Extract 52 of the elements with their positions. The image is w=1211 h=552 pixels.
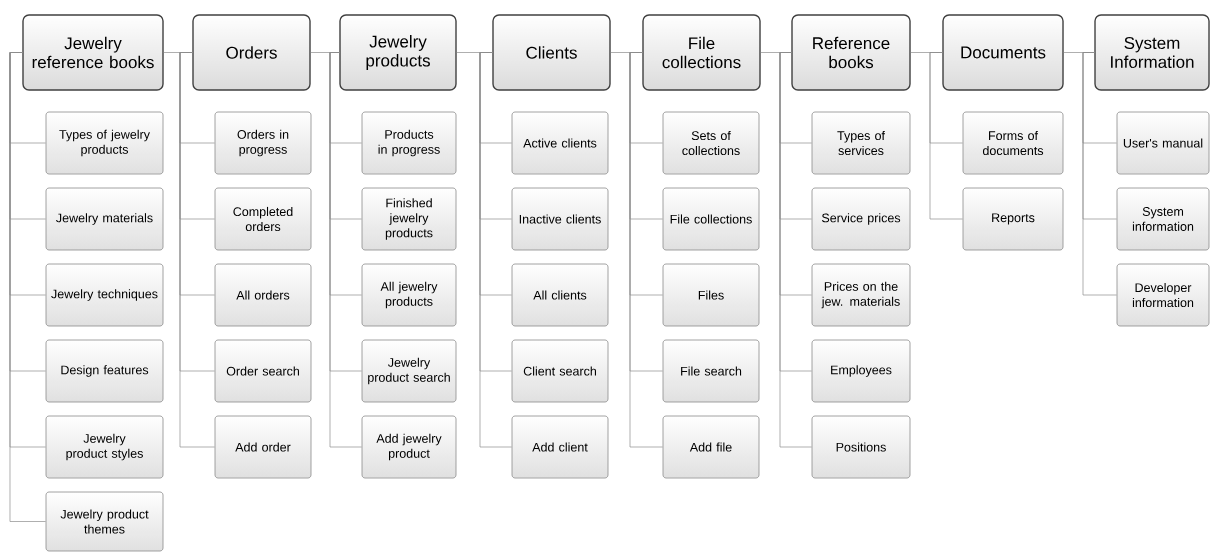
category-box: System Information (1094, 14, 1210, 91)
menu-item-box: All clients (511, 263, 609, 327)
category-box: Jewelry products (339, 14, 457, 91)
menu-item-box: Prices on the jew. materials (811, 263, 911, 327)
menu-item-box: Jewelry product styles (45, 415, 164, 479)
menu-item-box: Types of services (811, 111, 911, 175)
menu-item-box: Products in progress (361, 111, 457, 175)
connector-line (629, 52, 663, 448)
menu-item-box: All jewelry products (361, 263, 457, 327)
connector-line (779, 52, 812, 448)
menu-item-box: Add order (214, 415, 312, 479)
menu-item-box: Add jewelry product (361, 415, 457, 479)
menu-item-box: Inactive clients (511, 187, 609, 251)
menu-item-box: Add file (662, 415, 760, 479)
category-box: Reference books (791, 14, 911, 91)
menu-item-box: Jewelry materials (45, 187, 164, 251)
menu-item-box: Jewelry product search (361, 339, 457, 403)
menu-item-box: All orders (214, 263, 312, 327)
connector-line (1082, 52, 1117, 296)
menu-item-box: Active clients (511, 111, 609, 175)
menu-item-box: Jewelry techniques (45, 263, 164, 327)
menu-item-box: File collections (662, 187, 760, 251)
category-box: File collections (642, 14, 761, 91)
menu-item-box: Forms of documents (962, 111, 1064, 175)
connector-line (329, 52, 362, 448)
category-box: Orders (192, 14, 311, 91)
menu-item-box: Completed orders (214, 187, 312, 251)
category-box: Jewelry reference books (22, 14, 164, 91)
category-box: Clients (492, 14, 611, 91)
menu-item-box: File search (662, 339, 760, 403)
menu-item-box: Add client (511, 415, 609, 479)
menu-item-box: Client search (511, 339, 609, 403)
menu-item-box: User's manual (1116, 111, 1210, 175)
menu-item-box: Types of jewelry products (45, 111, 164, 175)
connector-line (479, 52, 512, 448)
menu-item-box: System information (1116, 187, 1210, 251)
menu-item-box: Finished jewelry products (361, 187, 457, 251)
menu-item-box: Service prices (811, 187, 911, 251)
menu-item-box: Files (662, 263, 760, 327)
menu-item-box: Employees (811, 339, 911, 403)
connector-line (929, 52, 963, 220)
menu-item-box: Orders in progress (214, 111, 312, 175)
menu-item-box: Design features (45, 339, 164, 403)
menu-item-box: Developer information (1116, 263, 1210, 327)
menu-item-box: Jewelry product themes (45, 491, 164, 552)
connector-line (9, 52, 46, 522)
menu-item-box: Order search (214, 339, 312, 403)
menu-item-box: Sets of collections (662, 111, 760, 175)
connector-line (179, 52, 215, 448)
menu-item-box: Reports (962, 187, 1064, 251)
menu-item-box: Positions (811, 415, 911, 479)
category-box: Documents (942, 14, 1064, 91)
